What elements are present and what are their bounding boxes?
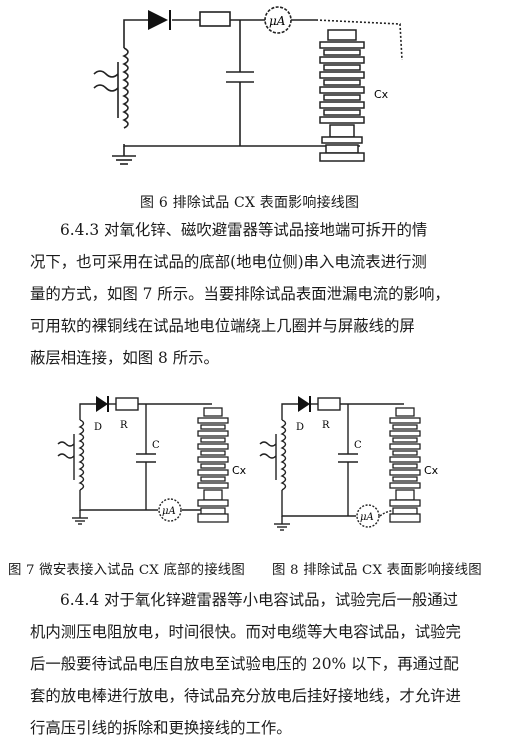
paragraph-line: 机内测压电阻放电，时间很快。而对电缆等大电容试品，试验完 — [30, 623, 461, 641]
microammeter-icon — [264, 6, 292, 34]
paragraph-line: 后一般要待试品电压自放电至试验电压的 20% 以下，再通过配 — [30, 655, 459, 673]
paragraph-6-4-3: 6.4.3 对氧化锌、磁吹避雷器等试品接地端可拆开的情 况下，也可采用在试品的底… — [30, 214, 508, 374]
insulator-icon — [389, 407, 421, 523]
insulator-icon — [197, 407, 229, 523]
paragraph-line: 量的方式，如图 7 所示。当要排除试品表面泄漏电流的影响， — [30, 285, 450, 303]
paragraph-line: 况下，也可采用在试品的底部(地电位侧)串入电流表进行测 — [30, 253, 427, 271]
fig7-r-label: R — [120, 420, 128, 431]
fig8-meter-label: μA — [360, 512, 374, 523]
figure-7-caption: 图 7 微安表接入试品 CX 底部的接线图 — [8, 563, 245, 578]
paragraph-6-4-4: 6.4.4 对于氧化锌避雷器等小电容试品，试验完后一般通过 机内测压电阻放电，时… — [30, 584, 508, 744]
fig7-meter-label: μA — [162, 506, 176, 517]
fig7-c-label: C — [152, 440, 160, 451]
paragraph-line: 可用软的裸铜线在试品地电位端绕上几圈并与屏蔽线的屏 — [30, 317, 415, 335]
figure-7-diagram: D R C μA Cx — [57, 396, 247, 525]
paragraph-line: 蔽层相连接，如图 8 所示。 — [30, 349, 219, 367]
fig6-meter-label: μA — [269, 14, 286, 28]
fig8-c-label: C — [354, 440, 362, 451]
figure-8-diagram: D R C μA Cx — [259, 396, 439, 531]
insulator-icon — [319, 29, 365, 162]
fig8-cx-label: Cx — [424, 464, 439, 477]
figure-6-caption: 图 6 排除试品 CX 表面影响接线图 — [140, 195, 360, 211]
figure-8-caption: 图 8 排除试品 CX 表面影响接线图 — [272, 563, 482, 578]
fig8-d-label: D — [296, 422, 304, 433]
fig7-d-label: D — [94, 422, 102, 433]
figure-6-diagram: μA Cx — [93, 6, 403, 165]
microammeter-icon — [158, 498, 182, 522]
fig7-cx-label: Cx — [232, 464, 247, 477]
microammeter-icon — [356, 504, 380, 528]
fig8-r-label: R — [322, 420, 330, 431]
paragraph-line: 行高压引线的拆除和更换接线的工作。 — [30, 719, 292, 737]
paragraph-line: 6.4.4 对于氧化锌避雷器等小电容试品，试验完后一般通过 — [60, 591, 459, 609]
paragraph-line: 6.4.3 对氧化锌、磁吹避雷器等试品接地端可拆开的情 — [60, 221, 428, 239]
diode-icon — [148, 10, 171, 30]
fig6-cx-label: Cx — [374, 88, 389, 101]
paragraph-line: 套的放电棒进行放电，待试品充分放电后挂好接地线，才允许进 — [30, 687, 461, 705]
